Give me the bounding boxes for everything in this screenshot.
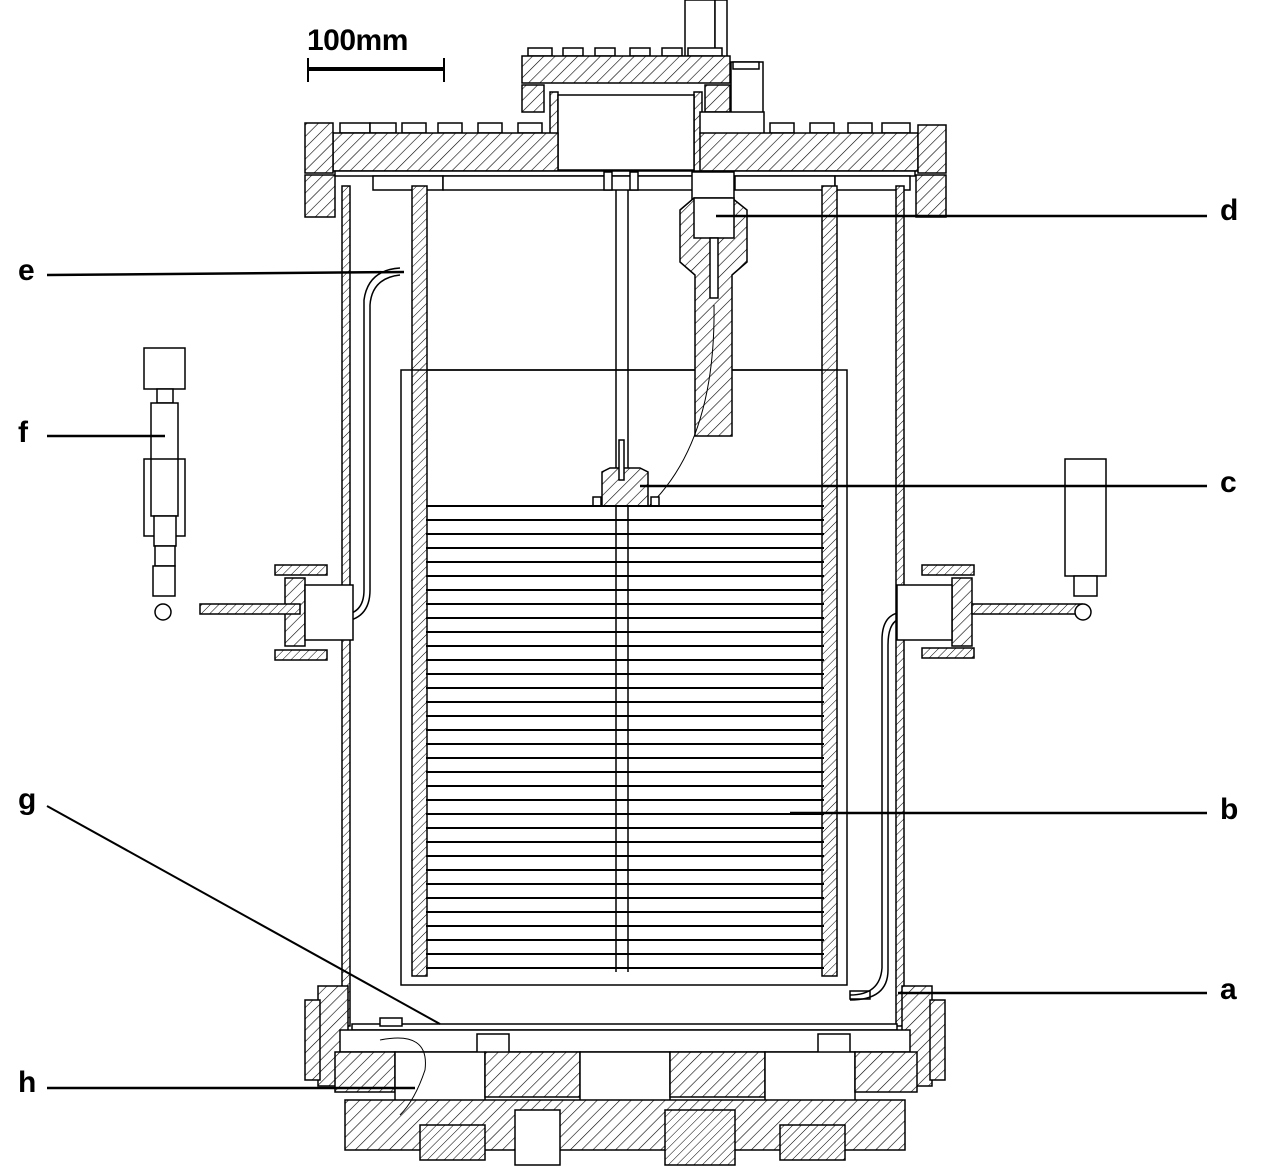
label-b: b [1220, 793, 1239, 826]
probe-d [649, 171, 748, 506]
central-rod [615, 190, 629, 972]
label-e: e [18, 254, 35, 287]
scale-bar [307, 58, 445, 82]
label-d: d [1220, 194, 1239, 227]
label-f: f [18, 416, 28, 449]
label-h: h [18, 1066, 37, 1099]
connector-c [592, 439, 660, 507]
right-feedthrough [896, 458, 1107, 659]
top-lid [304, 122, 947, 218]
left-feedthrough [154, 564, 354, 661]
bottom-flange [304, 985, 946, 1166]
top-port-flange [521, 0, 765, 173]
gas-tube-a [849, 611, 906, 1001]
sensor-f [143, 347, 186, 597]
label-a: a [1220, 973, 1237, 1006]
inner-cylinder [400, 185, 848, 986]
plate-stack-b [426, 505, 824, 969]
label-c: c [1220, 466, 1237, 499]
label-g: g [18, 783, 37, 816]
leader-lines [46, 214, 1207, 1090]
scale-bar-label: 100mm [307, 24, 408, 57]
